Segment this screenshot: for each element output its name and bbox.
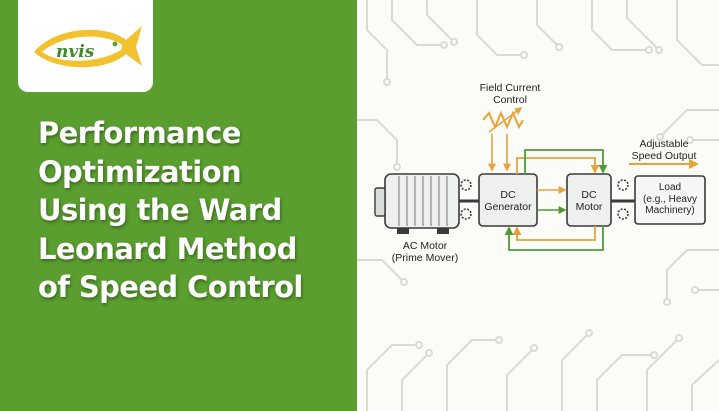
armature-path-top-orange [516,157,600,174]
dc-generator-label: DC Generator [484,189,532,213]
left-panel: nvis Performance Optimization Using the … [0,0,357,411]
logo-card: nvis [18,0,153,92]
armature-path-bottom-green [504,226,604,251]
logo-text: nvis [56,42,95,62]
armature-path-bottom-orange [512,226,596,241]
headline: Performance Optimization Using the Ward … [38,114,353,307]
armature-path-top-green [524,149,608,174]
variable-resistor-icon [482,107,524,133]
headline-line: Optimization [38,154,242,189]
ac-motor-icon [374,173,460,234]
gear-icon [460,179,472,191]
headline-line: of Speed Control [38,270,303,304]
gear-icon [460,208,472,220]
gear-icon [617,179,629,191]
load-box [634,175,706,225]
dc-generator-box [478,173,538,227]
field-current-control-label: Field Current Control [479,82,541,106]
headline-line: Using the Ward [38,193,282,227]
ward-leonard-diagram [374,107,706,251]
dc-motor-label: DC Motor [575,189,603,213]
gear-icon [617,208,629,220]
headline-line: Performance [38,116,241,150]
headline-line: Leonard Method [38,231,297,266]
load-label: Load (e.g., Heavy Machinery) [643,182,697,216]
ac-motor-label: AC Motor (Prime Mover) [391,240,459,264]
nvis-logo-icon: nvis [34,26,142,68]
speed-output-label: Adjustable Speed Output [631,138,697,162]
circuit-background [357,0,719,411]
